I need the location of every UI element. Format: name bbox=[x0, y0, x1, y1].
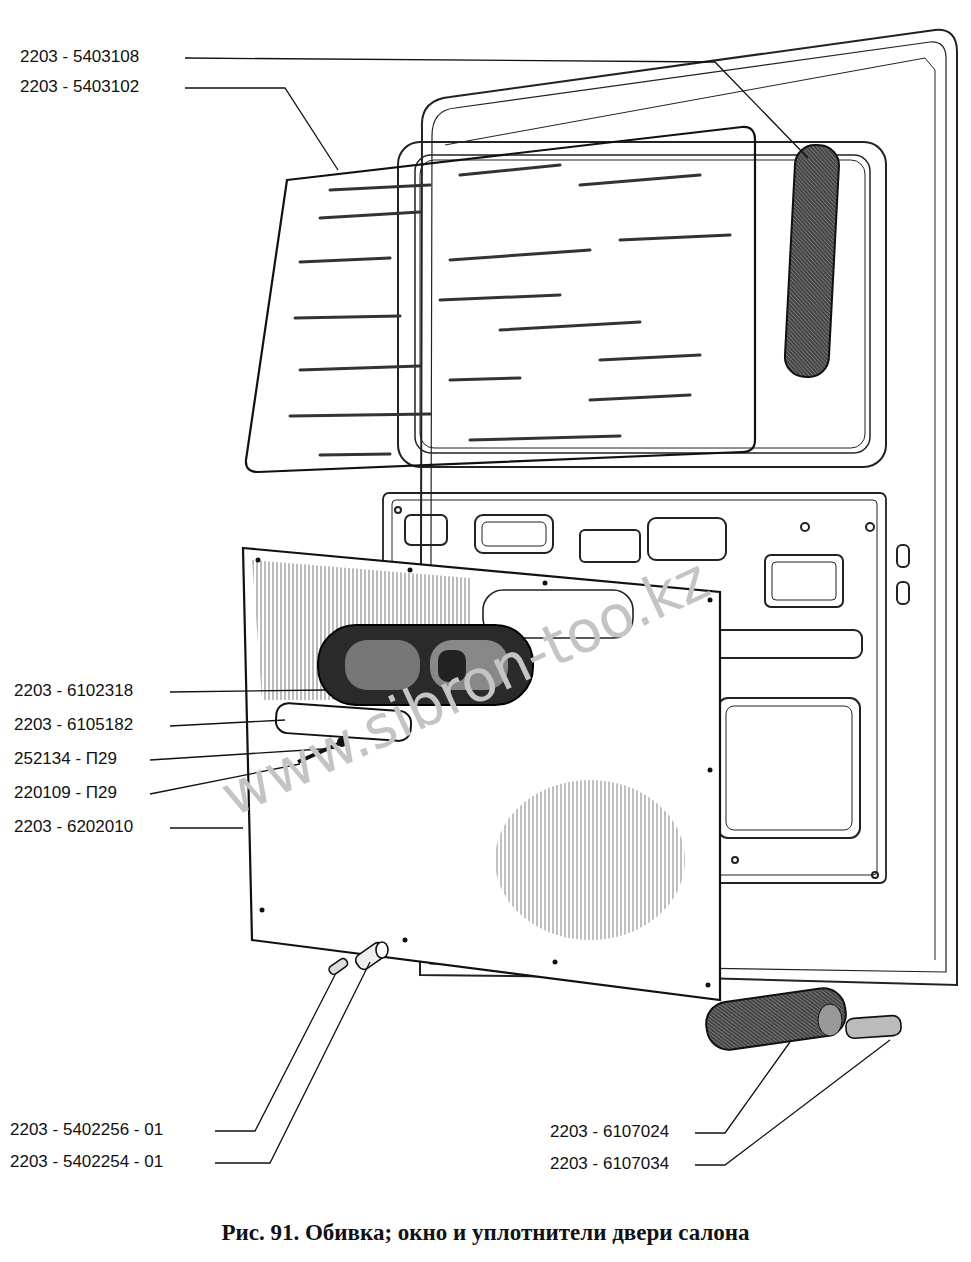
window-glass bbox=[246, 127, 755, 472]
part-number: 2203 - 5403108 bbox=[18, 48, 141, 67]
leader-lines bbox=[150, 58, 890, 1165]
part-number: 2203 - 5402254 - 01 bbox=[8, 1153, 165, 1172]
part-number: 2203 - 5402256 - 01 bbox=[8, 1121, 165, 1140]
part-number: 2203 - 6202010 bbox=[12, 818, 135, 837]
part-number: 2203 - 6102318 bbox=[12, 682, 135, 701]
panel-clips bbox=[328, 940, 389, 976]
part-number: 2203 - 6107024 bbox=[548, 1123, 671, 1142]
part-number: 2203 - 5403102 bbox=[18, 78, 141, 97]
part-number: 2203 - 6107034 bbox=[548, 1155, 671, 1174]
part-number: 220109 - П29 bbox=[12, 784, 119, 803]
figure-caption: Рис. 91. Обивка; окно и уплотнители двер… bbox=[0, 1220, 971, 1246]
lower-seal bbox=[703, 985, 901, 1052]
part-number: 252134 - П29 bbox=[12, 750, 119, 769]
part-number: 2203 - 6105182 bbox=[12, 716, 135, 735]
glass-seal bbox=[784, 144, 840, 378]
